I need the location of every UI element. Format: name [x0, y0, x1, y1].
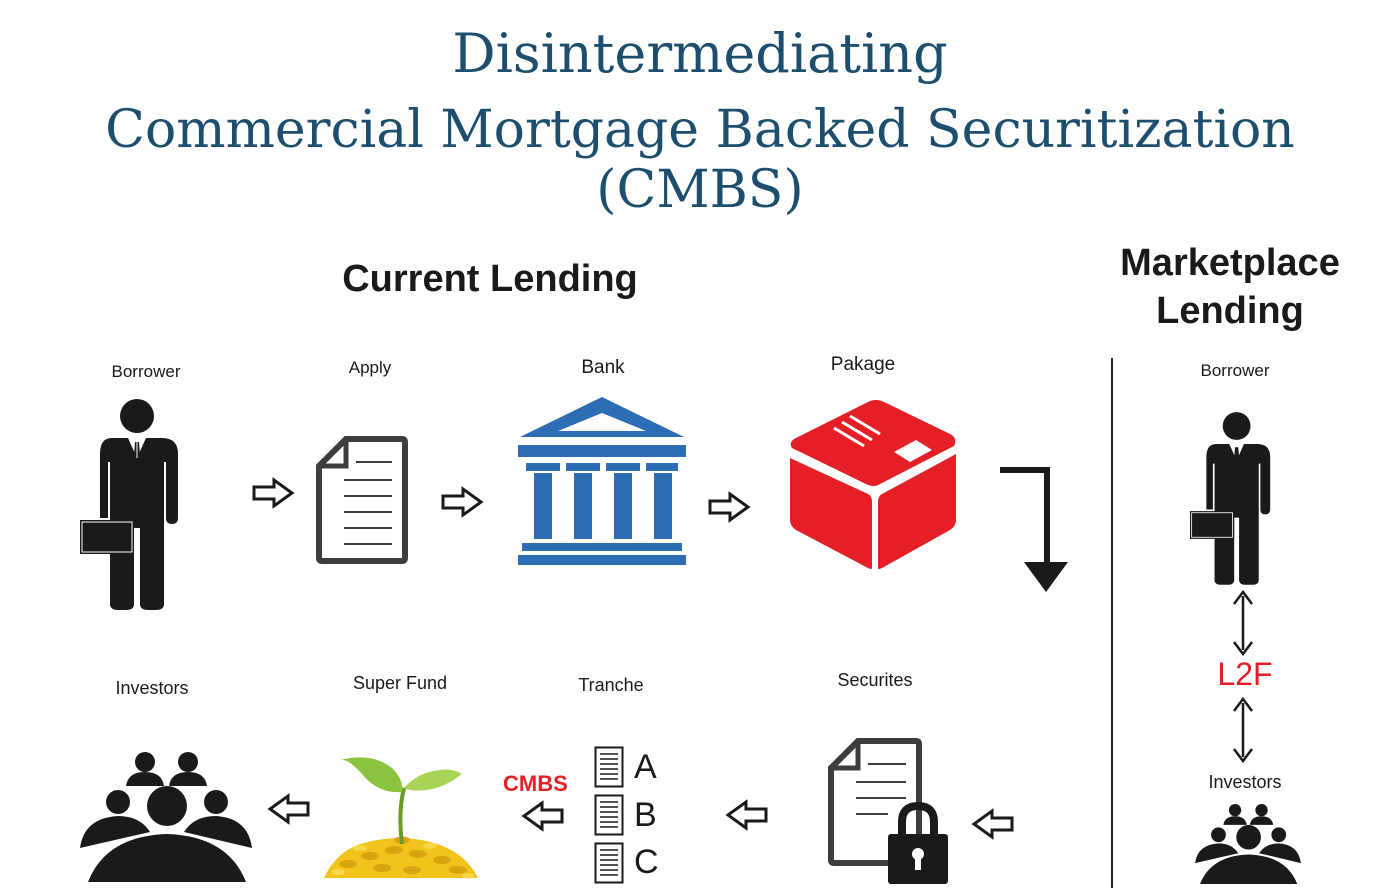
borrower-icon [80, 399, 178, 610]
tranche-document-icon [594, 842, 624, 884]
title-line-2: Commercial Mortgage Backed Securitizatio… [105, 100, 1295, 220]
double-arrow-icon [1233, 589, 1253, 657]
label-tranche: Tranche [578, 675, 644, 695]
cmbs-tag: CMBS [503, 771, 568, 796]
label-bank: Bank [581, 357, 625, 378]
bank-icon [518, 397, 686, 565]
section-divider [1111, 358, 1113, 888]
label-l2f: L2F [1217, 656, 1273, 692]
label-package: Pakage [830, 354, 896, 375]
arrow-left-icon [521, 800, 564, 832]
document-icon [316, 436, 408, 564]
tranche-document-icon [594, 746, 624, 788]
investors-icon [80, 752, 252, 882]
tranche-letter-b: B [634, 796, 657, 834]
tranche-letter-c: C [634, 843, 659, 881]
tranche-letter-a: A [634, 748, 657, 786]
arrow-left-icon [267, 793, 310, 825]
current-lending-heading: Current Lending [342, 258, 638, 300]
arrow-right-icon [252, 477, 295, 509]
label-securities: Securites [837, 670, 913, 690]
secured-document-icon [828, 738, 948, 884]
package-icon [790, 400, 956, 569]
title-line-1: Disintermediating [452, 22, 948, 85]
arrow-right-icon [441, 486, 484, 518]
turn-down-arrow-icon [1000, 467, 1068, 592]
label-super-fund: Super Fund [352, 673, 448, 693]
label-mp-borrower: Borrower [1200, 361, 1270, 380]
label-apply: Apply [348, 358, 392, 377]
marketplace-heading-line-2: Lending [1156, 290, 1304, 332]
label-mp-investors: Investors [1208, 772, 1282, 792]
arrow-left-icon [725, 799, 768, 831]
label-investors: Investors [115, 678, 189, 698]
marketplace-borrower-icon [1190, 412, 1271, 585]
marketplace-investors-icon [1195, 804, 1301, 884]
arrow-left-icon [971, 808, 1014, 840]
tranche-document-icon [594, 794, 624, 836]
marketplace-heading-line-1: Marketplace [1120, 242, 1340, 284]
double-arrow-icon [1233, 696, 1253, 764]
arrow-right-icon [708, 491, 751, 523]
label-borrower: Borrower [111, 362, 181, 381]
super-fund-icon [324, 757, 478, 879]
